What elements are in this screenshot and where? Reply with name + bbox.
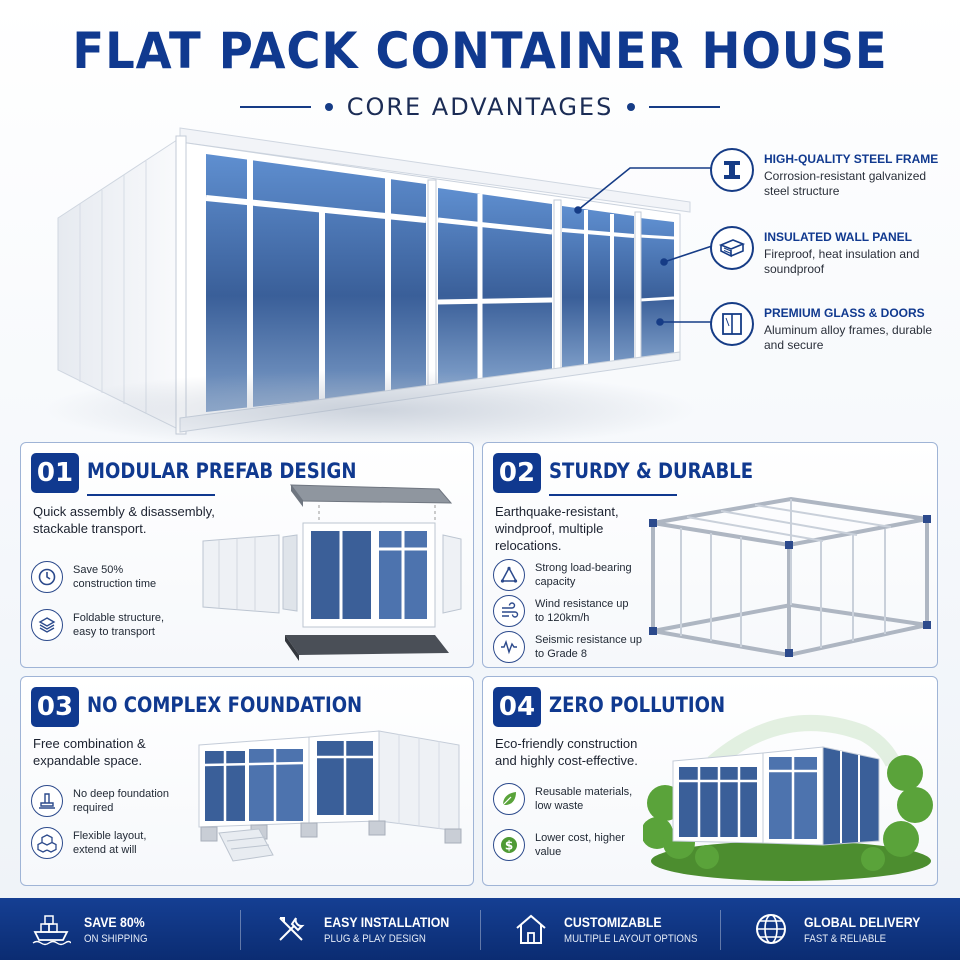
panel-title: ZERO POLLUTION [549, 693, 726, 717]
feature-item: Seismic resistance up to Grade 8 [493, 631, 645, 663]
wall-panel-icon [710, 226, 754, 270]
footer-subtitle: PLUG & PLAY DESIGN [324, 932, 426, 945]
seismic-wave-icon [493, 631, 525, 663]
feature-item: Strong load-bearing capacity [493, 559, 645, 591]
panel-lead: Earthquake-resistant, windproof, multipl… [495, 504, 619, 553]
panel-number: 02 [493, 453, 541, 493]
panel-title: NO COMPLEX FOUNDATION [87, 693, 363, 717]
callout-title: HIGH-QUALITY STEEL FRAME [764, 152, 939, 166]
svg-text:$: $ [505, 839, 513, 853]
footer-item-delivery: GLOBAL DELIVERY FAST & RELIABLE [720, 908, 960, 950]
feature-text: Flexible layout, extend at will [73, 830, 147, 856]
panel-number: 01 [31, 453, 79, 493]
feature-text: Strong load-bearing capacity [535, 562, 632, 588]
footer-title: CUSTOMIZABLE [564, 913, 662, 930]
panel-sturdy-durable: 02 STURDY & DURABLE Earthquake-resistant… [482, 442, 938, 668]
subtitle-row: CORE ADVANTAGES [240, 92, 721, 122]
footer-subtitle: ON SHIPPING [84, 932, 148, 945]
feature-item: Foldable structure, easy to transport [31, 609, 173, 641]
feature-item: No deep foundation required [31, 785, 173, 817]
divider-dot [324, 103, 333, 111]
panel-lead: Free combination & expandable space. [33, 736, 146, 768]
panel-no-foundation: 03 NO COMPLEX FOUNDATION Free combinatio… [20, 676, 474, 886]
feature-text: Wind resistance up to 120km/h [535, 598, 629, 624]
callout-title: INSULATED WALL PANEL [764, 230, 912, 244]
divider-right [649, 106, 721, 108]
title-underline [87, 494, 215, 496]
callout-steel-frame: HIGH-QUALITY STEEL FRAME Corrosion-resis… [710, 148, 950, 199]
divider-dot [627, 103, 636, 111]
callout-title: PREMIUM GLASS & DOORS [764, 306, 925, 320]
feature-item: Wind resistance up to 120km/h [493, 595, 635, 627]
feature-item: Flexible layout, extend at will [31, 827, 163, 859]
triangle-structure-icon [493, 559, 525, 591]
feature-text: No deep foundation required [73, 788, 170, 814]
tools-icon [270, 908, 312, 950]
footer-subtitle: FAST & RELIABLE [804, 932, 887, 945]
clock-icon [31, 561, 63, 593]
feature-item: $ Lower cost, higher value [493, 829, 625, 861]
footer-item-installation: EASY INSTALLATION PLUG & PLAY DESIGN [240, 908, 480, 950]
callout-desc: Corrosion-resistant galvanized steel str… [764, 169, 927, 198]
globe-icon [750, 908, 792, 950]
feature-item: Save 50% construction time [31, 561, 163, 593]
callout-desc: Fireproof, heat insulation and soundproo… [764, 247, 920, 276]
feature-text: Foldable structure, easy to transport [73, 612, 165, 638]
cubes-icon [31, 827, 63, 859]
house-icon [510, 908, 552, 950]
panel-number: 04 [493, 687, 541, 727]
feature-text: Save 50% construction time [73, 564, 157, 590]
callout-leader-lines [574, 167, 713, 326]
wind-icon [493, 595, 525, 627]
dollar-icon: $ [493, 829, 525, 861]
raised-container-illustration [198, 730, 462, 862]
panel-zero-pollution: 04 ZERO POLLUTION Eco-friendly construct… [482, 676, 938, 886]
footer-bar: SAVE 80% ON SHIPPING EASY INSTALLATION P… [0, 898, 960, 960]
footer-title: SAVE 80% [84, 913, 145, 930]
hero-container-house [40, 120, 700, 450]
steel-frame-illustration [649, 496, 931, 658]
leaf-icon [493, 783, 525, 815]
panel-lead: Quick assembly & disassembly, stackable … [33, 504, 215, 536]
layers-icon [31, 609, 63, 641]
page-title: FLAT PACK CONTAINER HOUSE [72, 22, 888, 80]
page-subtitle: CORE ADVANTAGES [346, 93, 614, 121]
divider-left [240, 106, 311, 108]
eco-container-illustration [643, 715, 933, 881]
floor-reflection [40, 370, 700, 450]
panel-lead: Eco-friendly construction and highly cos… [495, 736, 638, 768]
callout-wall-panel: INSULATED WALL PANEL Fireproof, heat ins… [710, 226, 950, 277]
footer-subtitle: MULTIPLE LAYOUT OPTIONS [564, 932, 698, 945]
panel-title: MODULAR PREFAB DESIGN [87, 459, 357, 483]
panel-title: STURDY & DURABLE [549, 459, 754, 483]
footer-title: EASY INSTALLATION [324, 913, 450, 930]
foundation-icon [31, 785, 63, 817]
title-underline [549, 494, 677, 496]
exploded-module-illustration [202, 484, 462, 661]
callout-glass-doors: PREMIUM GLASS & DOORS Aluminum alloy fra… [710, 302, 950, 353]
feature-item: Reusable materials, low waste [493, 783, 635, 815]
panel-modular-prefab: 01 MODULAR PREFAB DESIGN Quick assembly … [20, 442, 474, 668]
footer-title: GLOBAL DELIVERY [804, 913, 921, 930]
feature-text: Reusable materials, low waste [535, 786, 633, 812]
feature-text: Seismic resistance up to Grade 8 [535, 634, 642, 660]
panel-number: 03 [31, 687, 79, 727]
feature-text: Lower cost, higher value [535, 832, 625, 858]
glass-door-icon [710, 302, 754, 346]
footer-item-shipping: SAVE 80% ON SHIPPING [0, 908, 240, 950]
footer-item-customizable: CUSTOMIZABLE MULTIPLE LAYOUT OPTIONS [480, 908, 720, 950]
callout-desc: Aluminum alloy frames, durable and secur… [764, 323, 933, 352]
cargo-ship-icon [30, 908, 72, 950]
steel-beam-icon [710, 148, 754, 192]
